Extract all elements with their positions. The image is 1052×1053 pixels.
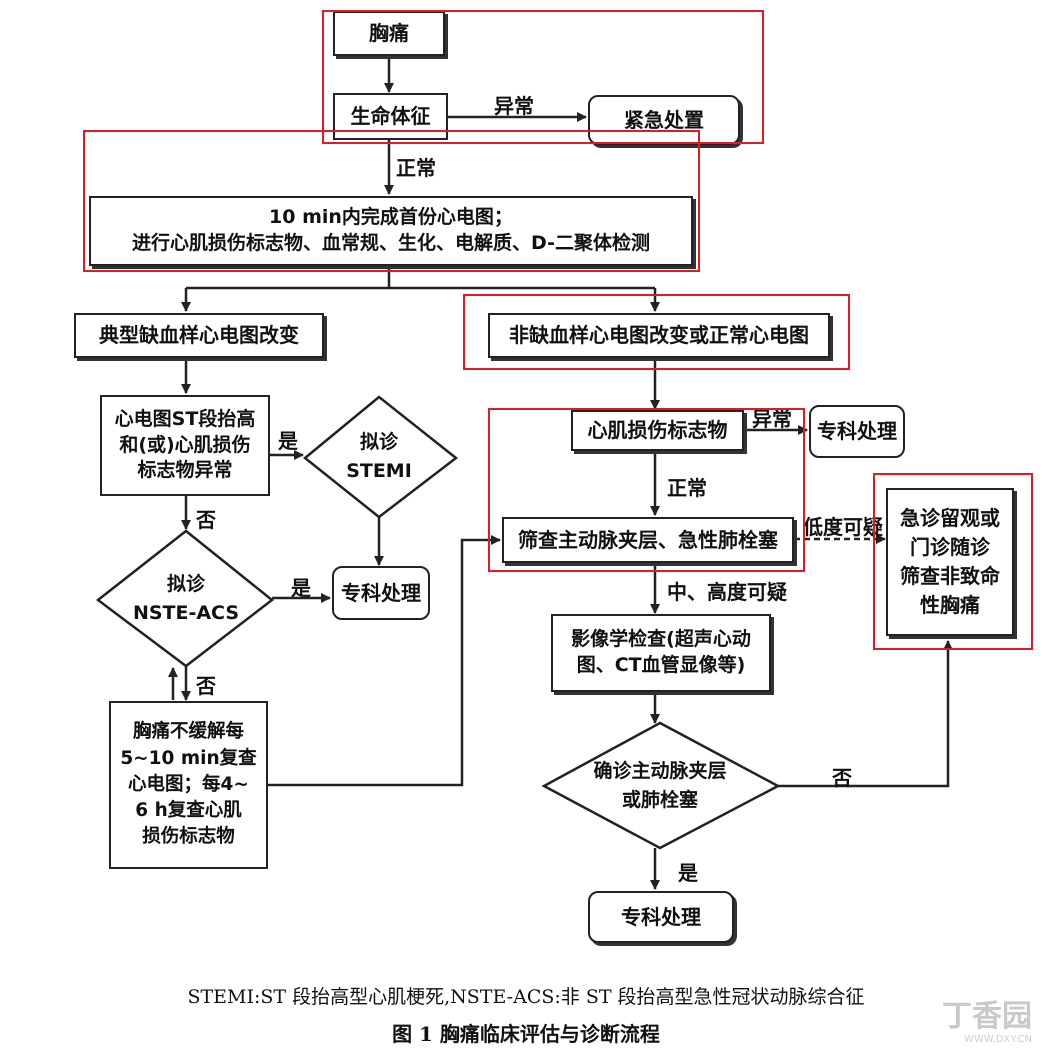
recheck-node: 胸痛不缓解每 5~10 min复查 心电图；每4~ 6 h复查心肌 损伤标志物 [109,701,268,869]
edge-label-mid-high: 中、高度可疑 [667,580,787,604]
specialist-node-1: 专科处理 [809,405,905,458]
edge-label-abnormal: 异常 [494,94,534,118]
specialist-node-2: 专科处理 [332,566,430,620]
screen-aortic-node: 筛查主动脉夹层、急性肺栓塞 [502,517,794,563]
typical-ecg-node: 典型缺血样心电图改变 [74,313,324,358]
abbreviation-note: STEMI:ST 段抬高型心肌梗死,NSTE-ACS:非 ST 段抬高型急性冠状… [187,986,865,1008]
myocardial-marker-node: 心肌损伤标志物 [571,410,744,451]
edge-label-low-suspicion: 低度可疑 [803,515,883,539]
nste-acs-diamond-text: 拟诊 NSTE-ACS [132,573,240,624]
edge-label-normal-marker: 正常 [667,476,707,500]
first-ecg-node: 10 min内完成首份心电图； 进行心肌损伤标志物、血常规、生化、电解质、D-二… [89,196,693,266]
chest-pain-node: 胸痛 [333,11,445,56]
st-elevation-node: 心电图ST段抬高 和(或)心肌损伤 标志物异常 [100,395,270,496]
confirm-diamond-text: 确诊主动脉夹层 或肺栓塞 [593,760,727,811]
edge-label-abnormal-marker: 异常 [752,407,792,431]
edge-label-yes-nste: 是 [291,576,311,600]
watermark-url: WWW.DXY.CN [964,1034,1032,1045]
edge-label-no-confirm: 否 [832,766,852,790]
emergency-node: 紧急处置 [588,95,740,145]
edge-label-no: 否 [196,508,216,532]
specialist-node-3: 专科处理 [588,891,734,943]
edge-label-no-nste: 否 [196,674,216,698]
imaging-node: 影像学检查(超声心动 图、CT血管显像等) [551,614,771,692]
stemi-diamond-text: 拟诊 STEMI [346,431,412,482]
figure-title: 图 1 胸痛临床评估与诊断流程 [392,1022,660,1046]
edge-label-normal: 正常 [396,156,436,180]
observation-node: 急诊留观或 门诊随诊 筛查非致命 性胸痛 [886,488,1014,636]
non-ischemic-ecg-node: 非缺血样心电图改变或正常心电图 [488,313,830,358]
watermark-logo: 丁香园 [942,999,1032,1034]
edge-label-yes-confirm: 是 [678,861,698,885]
edge-label-yes: 是 [278,429,298,453]
vital-signs-node: 生命体征 [333,93,448,140]
